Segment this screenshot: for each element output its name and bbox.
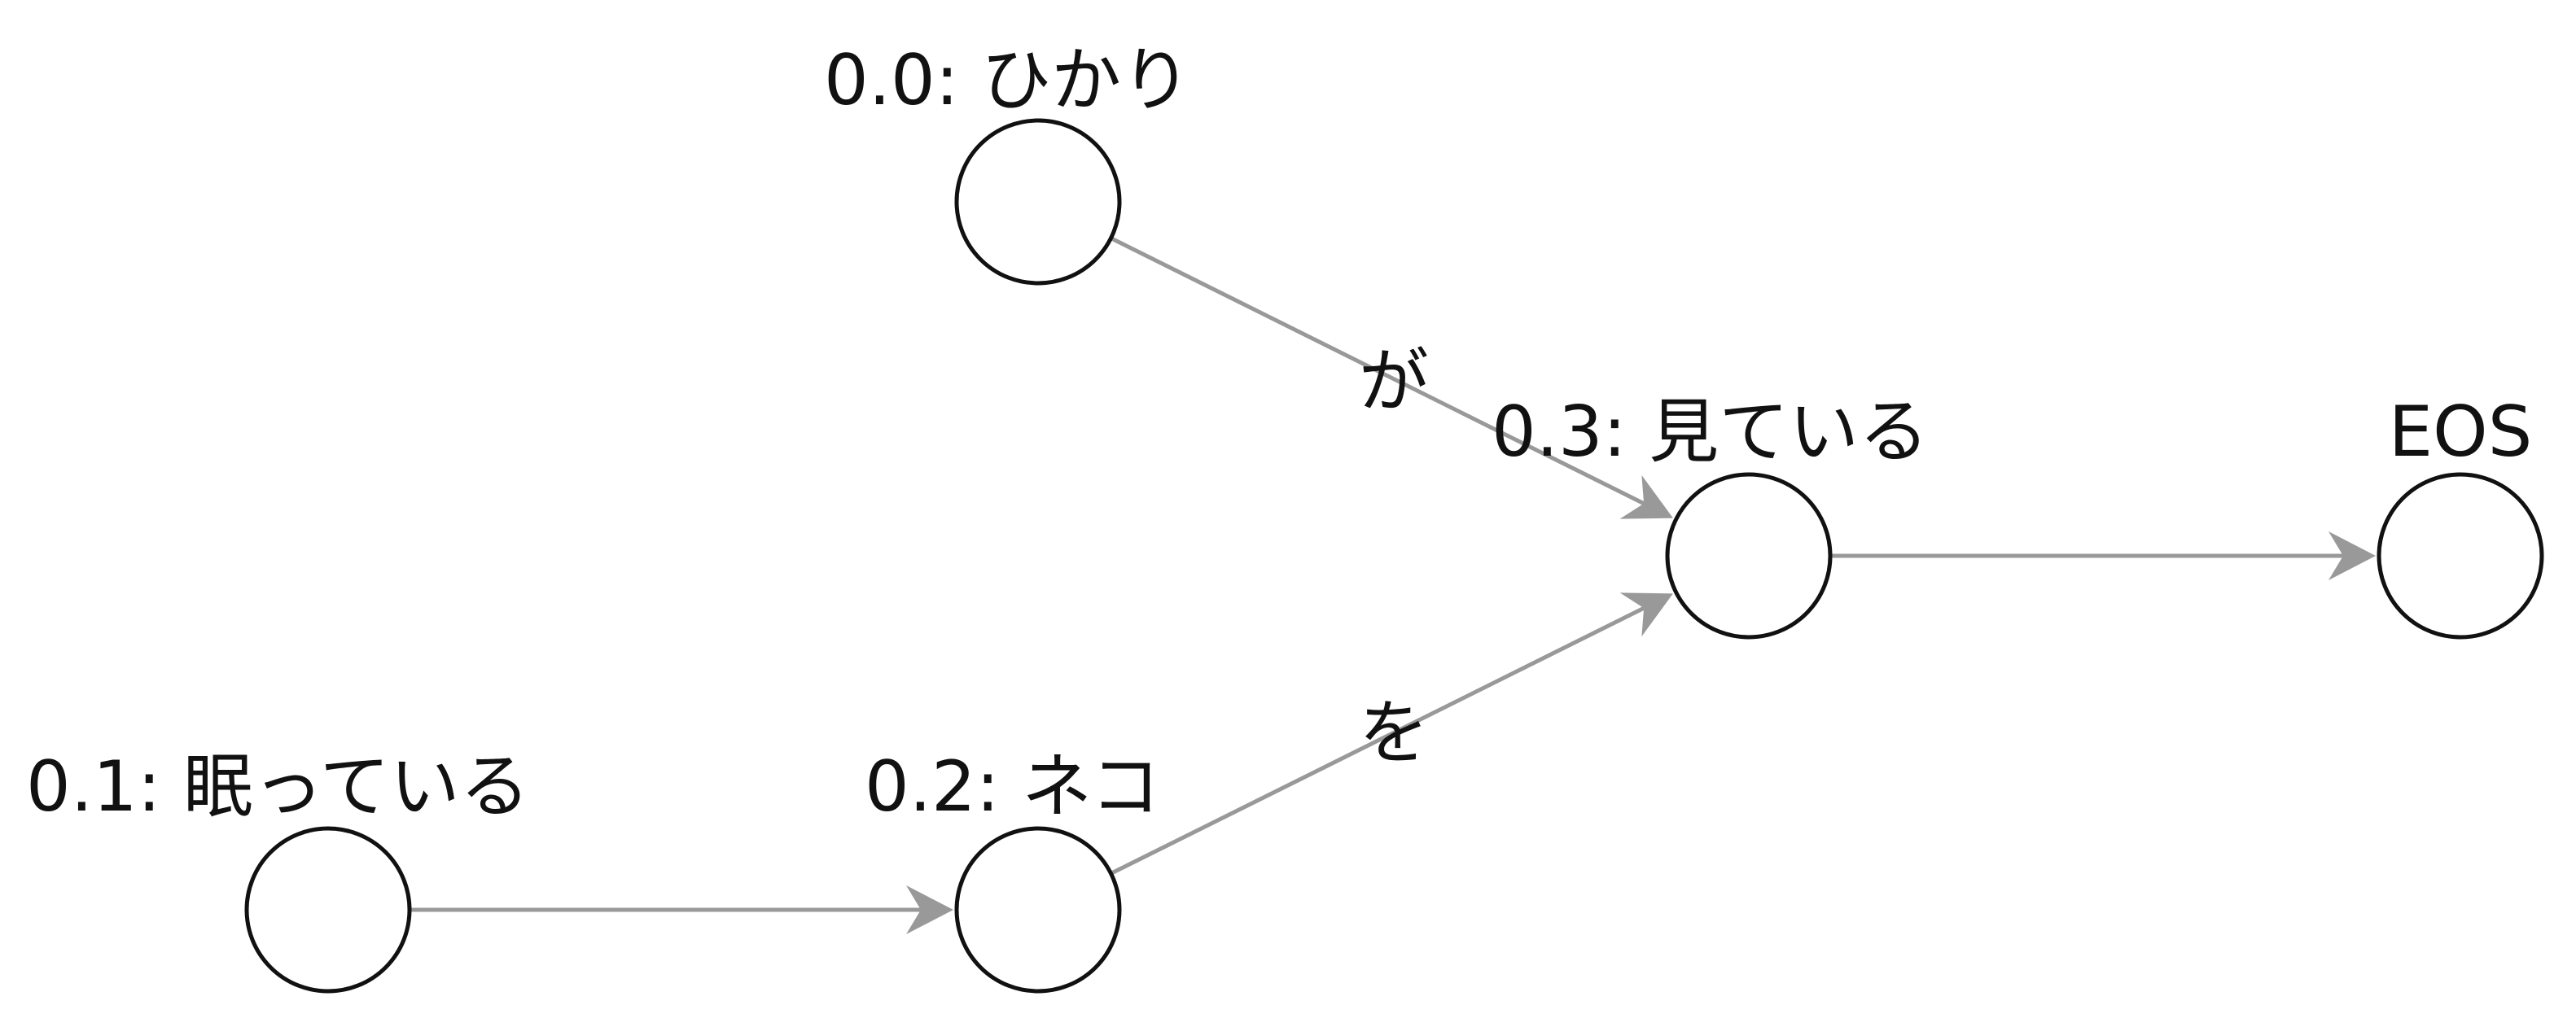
node-n03 (1665, 472, 1833, 640)
node-label-n00: 0.0: ひかり (824, 40, 1191, 121)
edge-n00-n03 (1110, 236, 1667, 517)
arrowhead-n01-n02 (906, 885, 953, 934)
arrowhead-n03-eos (2328, 531, 2376, 580)
node-label-n02: 0.2: ネコ (865, 746, 1160, 828)
node-n02 (954, 826, 1122, 994)
nodes-layer (244, 118, 2544, 994)
arrowhead-n02-n03 (1619, 592, 1673, 637)
node-n00 (954, 118, 1122, 286)
node-eos (2377, 472, 2544, 640)
node-label-eos: EOS (2389, 391, 2533, 473)
node-label-n01: 0.1: 眠っている (26, 746, 530, 828)
arrowhead-n00-n03 (1619, 474, 1673, 519)
node-n01 (244, 826, 412, 994)
node-label-n03: 0.3: 見ている (1492, 391, 1929, 473)
edge-label-n00-n03: が (1359, 341, 1429, 422)
labels-layer: がを 0.0: ひかり 0.1: 眠っている 0.2: ネコ 0.3: 見ている EOS (26, 40, 2532, 828)
edge-n02-n03 (1110, 595, 1667, 876)
edges-layer (410, 236, 2376, 934)
edge-label-n02-n03: を (1359, 693, 1429, 774)
